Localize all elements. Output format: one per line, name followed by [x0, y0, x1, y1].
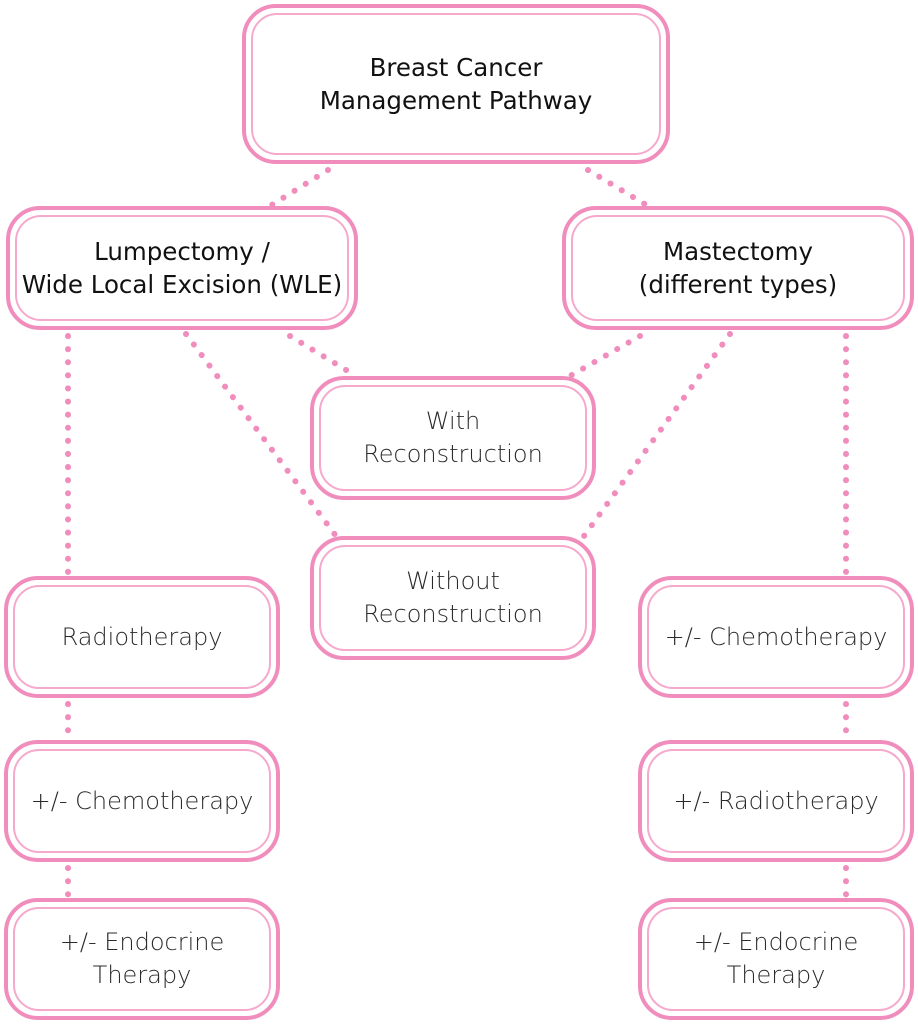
- connector-root-to-lumpectomy: [267, 167, 331, 209]
- node-right-chemotherapy: +/- Chemotherapy: [638, 576, 914, 698]
- node-left-chemotherapy-label: +/- Chemotherapy: [30, 786, 254, 815]
- node-left-endocrine: +/- Endocrine Therapy: [4, 898, 280, 1020]
- node-left-radiotherapy-label: Radiotherapy: [61, 622, 223, 651]
- node-root-label: Breast Cancer Management Pathway: [319, 53, 593, 115]
- node-left-chemotherapy: +/- Chemotherapy: [4, 740, 280, 862]
- node-right-chemotherapy-label: +/- Chemotherapy: [664, 622, 888, 651]
- node-left-radiotherapy: Radiotherapy: [4, 576, 280, 698]
- node-right-endocrine: +/- Endocrine Therapy: [638, 898, 914, 1020]
- node-lumpectomy-label: Lumpectomy / Wide Local Excision (WLE): [21, 237, 343, 299]
- connector-lumpectomy-to-without-reconstruction: [183, 331, 339, 539]
- connector-root-to-mastectomy: [585, 167, 651, 209]
- node-mastectomy-label: Mastectomy (different types): [638, 237, 838, 299]
- node-right-radiotherapy: +/- Radiotherapy: [638, 740, 914, 862]
- connector-lumpectomy-to-with-reconstruction: [287, 333, 359, 379]
- node-without-reconstruction: Without Reconstruction: [310, 536, 596, 660]
- node-with-reconstruction-label: With Reconstruction: [363, 407, 543, 468]
- node-mastectomy: Mastectomy (different types): [562, 206, 914, 330]
- node-lumpectomy: Lumpectomy / Wide Local Excision (WLE): [6, 206, 358, 330]
- node-right-endocrine-label: +/- Endocrine Therapy: [693, 928, 859, 989]
- node-root: Breast Cancer Management Pathway: [242, 4, 670, 164]
- connector-mastectomy-to-without-reconstruction: [581, 331, 733, 539]
- connector-mastectomy-to-with-reconstruction: [567, 333, 643, 379]
- node-right-radiotherapy-label: +/- Radiotherapy: [673, 786, 879, 815]
- node-left-endocrine-label: +/- Endocrine Therapy: [59, 928, 225, 989]
- node-with-reconstruction: With Reconstruction: [310, 376, 596, 500]
- node-without-reconstruction-label: Without Reconstruction: [363, 567, 543, 628]
